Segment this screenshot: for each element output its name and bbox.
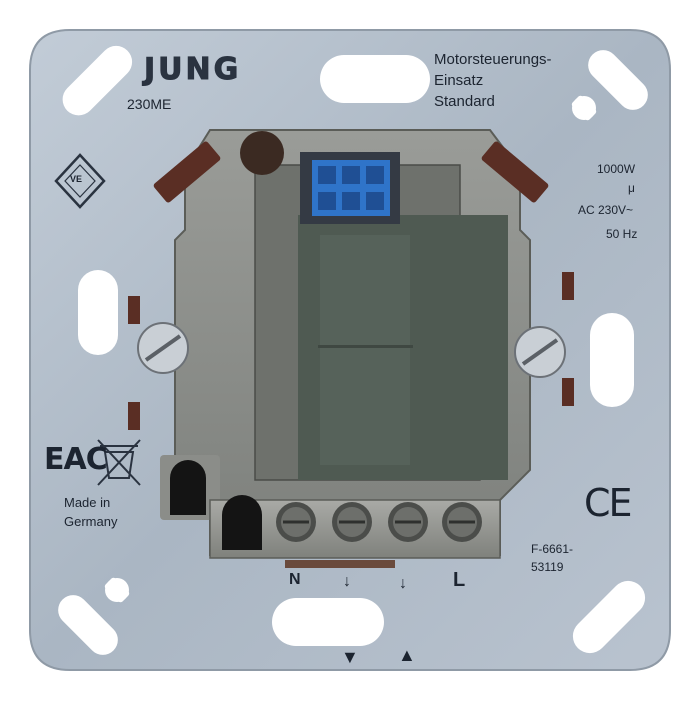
direction-up-triangle: ▲ bbox=[398, 645, 416, 665]
slot-top-left bbox=[62, 45, 133, 116]
fixing-screw-right bbox=[514, 326, 566, 378]
slot-bottom-left bbox=[58, 595, 118, 655]
terminal-screw-3 bbox=[388, 502, 428, 542]
slot-bottom-right bbox=[572, 580, 646, 654]
keyhole-right bbox=[590, 313, 634, 407]
description-line-2: Einsatz bbox=[434, 72, 484, 89]
housing-pin-hole bbox=[240, 131, 284, 175]
keyhole-left bbox=[78, 270, 118, 355]
model-number: 230ME bbox=[127, 96, 172, 112]
terminal-block bbox=[160, 455, 501, 568]
brand-logo: JUNG bbox=[143, 52, 242, 87]
made-in-line-1: Made in bbox=[64, 495, 111, 510]
clip-left-top bbox=[153, 141, 221, 203]
made-in-line-2: Germany bbox=[64, 514, 118, 529]
spec-micro: μ bbox=[628, 181, 635, 195]
terminal-screw-2 bbox=[332, 502, 372, 542]
slot-bottom-center bbox=[272, 598, 384, 646]
terminal-label-l: L bbox=[453, 569, 466, 591]
ce-mark: CE bbox=[584, 481, 633, 525]
slot-top-right bbox=[588, 50, 648, 110]
terminal-entry-2 bbox=[222, 495, 262, 550]
terminal-screw-4 bbox=[442, 502, 482, 542]
fixing-screw-left bbox=[137, 322, 189, 374]
terminal-entry-1 bbox=[170, 460, 206, 515]
eac-mark: EAC bbox=[44, 442, 108, 477]
weee-bin-icon bbox=[97, 439, 141, 486]
clip-right-top bbox=[481, 141, 549, 203]
blue-connector bbox=[300, 152, 400, 224]
terminal-label-down-1: ↓ bbox=[343, 573, 351, 590]
vde-mark bbox=[54, 153, 106, 209]
slot-top-center bbox=[320, 55, 430, 103]
vde-label: VE bbox=[70, 174, 83, 184]
spec-voltage: AC 230V~ bbox=[578, 203, 634, 217]
terminal-label-down-2: ↓ bbox=[399, 575, 407, 592]
description-line-3: Standard bbox=[434, 93, 495, 110]
spec-power: 1000W bbox=[597, 162, 636, 176]
terminal-label-n: N bbox=[289, 571, 301, 588]
direction-down-triangle: ▼ bbox=[341, 647, 359, 667]
description-line-1: Motorsteuerungs- bbox=[434, 51, 552, 68]
spec-frequency: 50 Hz bbox=[606, 227, 638, 241]
part-number-line-2: 53119 bbox=[531, 560, 564, 574]
terminal-screw-1 bbox=[276, 502, 316, 542]
part-number-line-1: F-6661- bbox=[531, 542, 574, 556]
